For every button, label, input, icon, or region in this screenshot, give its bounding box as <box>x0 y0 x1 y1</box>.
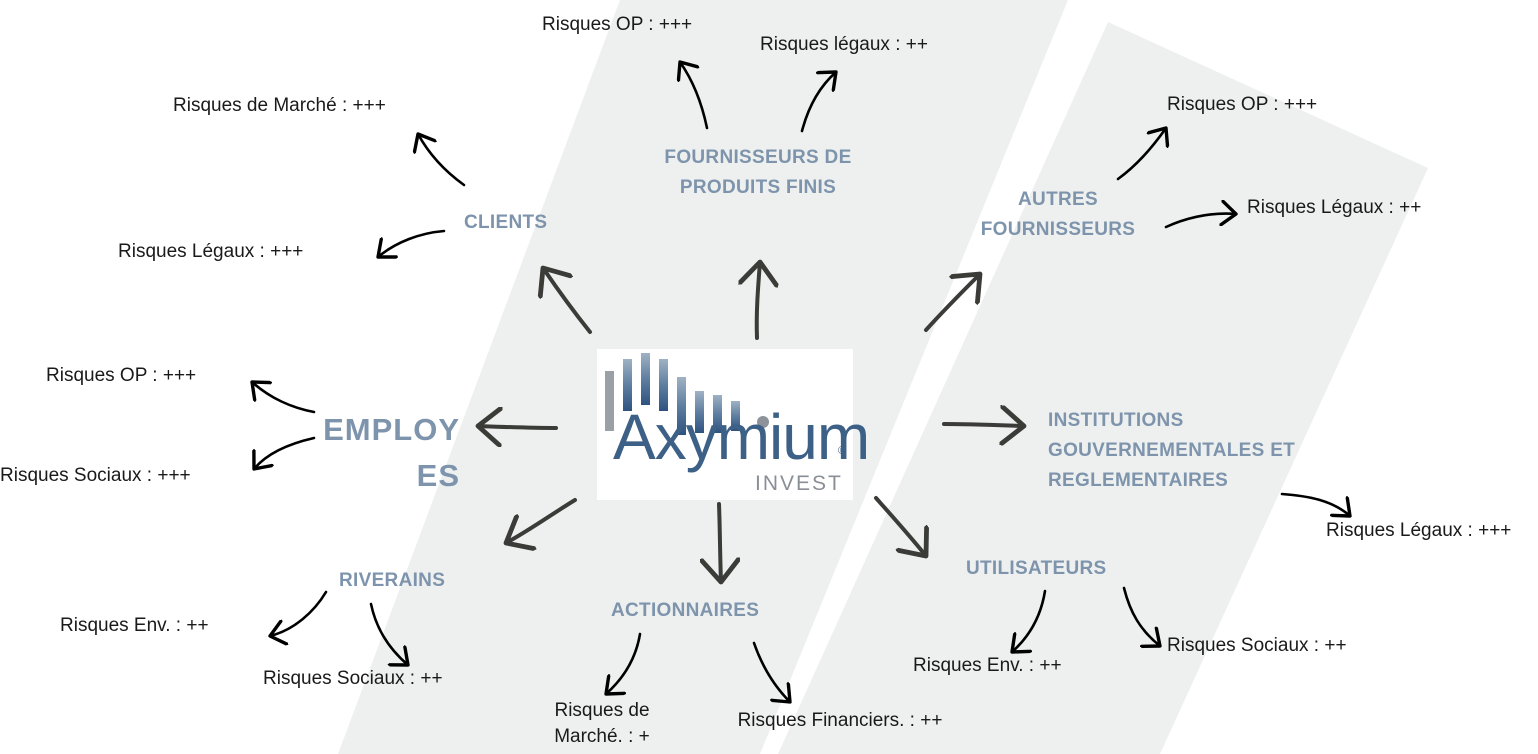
arrow-to-clients <box>543 268 592 334</box>
risk-autres-op: Risques OP : +++ <box>1167 94 1318 115</box>
risk-clients-legaux: Risques Légaux : +++ <box>118 241 304 262</box>
arrow-utilisateurs-env <box>1012 589 1047 652</box>
arrow-to-riverains <box>506 498 577 543</box>
stakeholder-clients: CLIENTS <box>464 212 548 233</box>
axymium-logo: Axymium ® INVEST <box>597 349 870 500</box>
risk-employes-sociaux: Risques Sociaux : +++ <box>0 465 191 486</box>
arrow-autres-op <box>1116 128 1166 181</box>
arrow-to-institutions <box>942 424 1024 426</box>
stakeholder-autres-fournisseurs: AUTRES FOURNISSEURS <box>980 189 1136 240</box>
risk-autres-legaux: Risques Légaux : ++ <box>1247 197 1422 218</box>
arrow-to-utilisateurs <box>874 496 926 556</box>
stakeholder-riverains: RIVERAINS <box>339 570 446 591</box>
stakeholder-utilisateurs: UTILISATEURS <box>966 558 1107 579</box>
arrow-riverains-sociaux <box>369 602 408 665</box>
arrow-fournisseurs-legaux <box>800 72 836 133</box>
risk-fournisseurs-op: Risques OP : +++ <box>542 14 693 35</box>
arrow-clients-marche <box>418 134 466 187</box>
stakeholder-institutions: INSTITUTIONS GOUVERNEMENTALES ET REGLEME… <box>1048 410 1296 491</box>
risk-employes-op: Risques OP : +++ <box>46 365 197 386</box>
background-band-right <box>778 22 1428 754</box>
arrow-employes-op <box>252 382 316 414</box>
arrow-actionnaires-financiers <box>752 641 790 702</box>
risk-clients-marche: Risques de Marché : +++ <box>173 95 386 116</box>
arrow-fournisseurs-op <box>680 62 709 130</box>
risk-institutions-legaux: Risques Légaux : +++ <box>1326 520 1512 541</box>
risk-riverains-env: Risques Env. : ++ <box>60 615 209 636</box>
logo-sub-text: INVEST <box>755 472 843 495</box>
stakeholder-fournisseurs: FOURNISSEURS DE PRODUITS FINIS <box>664 147 852 198</box>
logo-bars-icon <box>605 353 769 435</box>
arrow-riverains-env <box>270 590 328 636</box>
logo-registered-mark: ® <box>838 445 847 457</box>
stakeholder-actionnaires: ACTIONNAIRES <box>611 600 760 621</box>
risk-riverains-sociaux: Risques Sociaux : ++ <box>263 668 443 689</box>
arrow-to-autres <box>924 274 980 332</box>
stakeholder-employes: EMPLOY ES <box>323 412 460 493</box>
arrow-autres-legaux <box>1164 214 1236 229</box>
risk-actionnaires-marche: Risques de Marché. : + <box>554 700 650 747</box>
arrow-utilisateurs-sociaux <box>1122 586 1160 646</box>
arrow-to-actionnaires <box>719 502 721 582</box>
arrow-actionnaires-marche <box>606 632 642 694</box>
arrow-employes-sociaux <box>254 436 316 469</box>
arrow-to-employes <box>478 426 558 428</box>
arrow-institutions-legaux <box>1280 492 1350 516</box>
risk-actionnaires-financiers: Risques Financiers. : ++ <box>737 710 943 731</box>
arrow-to-fournisseurs <box>757 262 760 340</box>
logo-brand-text: Axymium <box>613 401 870 473</box>
arrow-clients-legaux <box>378 229 446 257</box>
risk-utilisateurs-sociaux: Risques Sociaux : ++ <box>1167 635 1347 656</box>
risk-utilisateurs-env: Risques Env. : ++ <box>913 655 1062 676</box>
risk-fournisseurs-legaux: Risques légaux : ++ <box>760 34 928 55</box>
